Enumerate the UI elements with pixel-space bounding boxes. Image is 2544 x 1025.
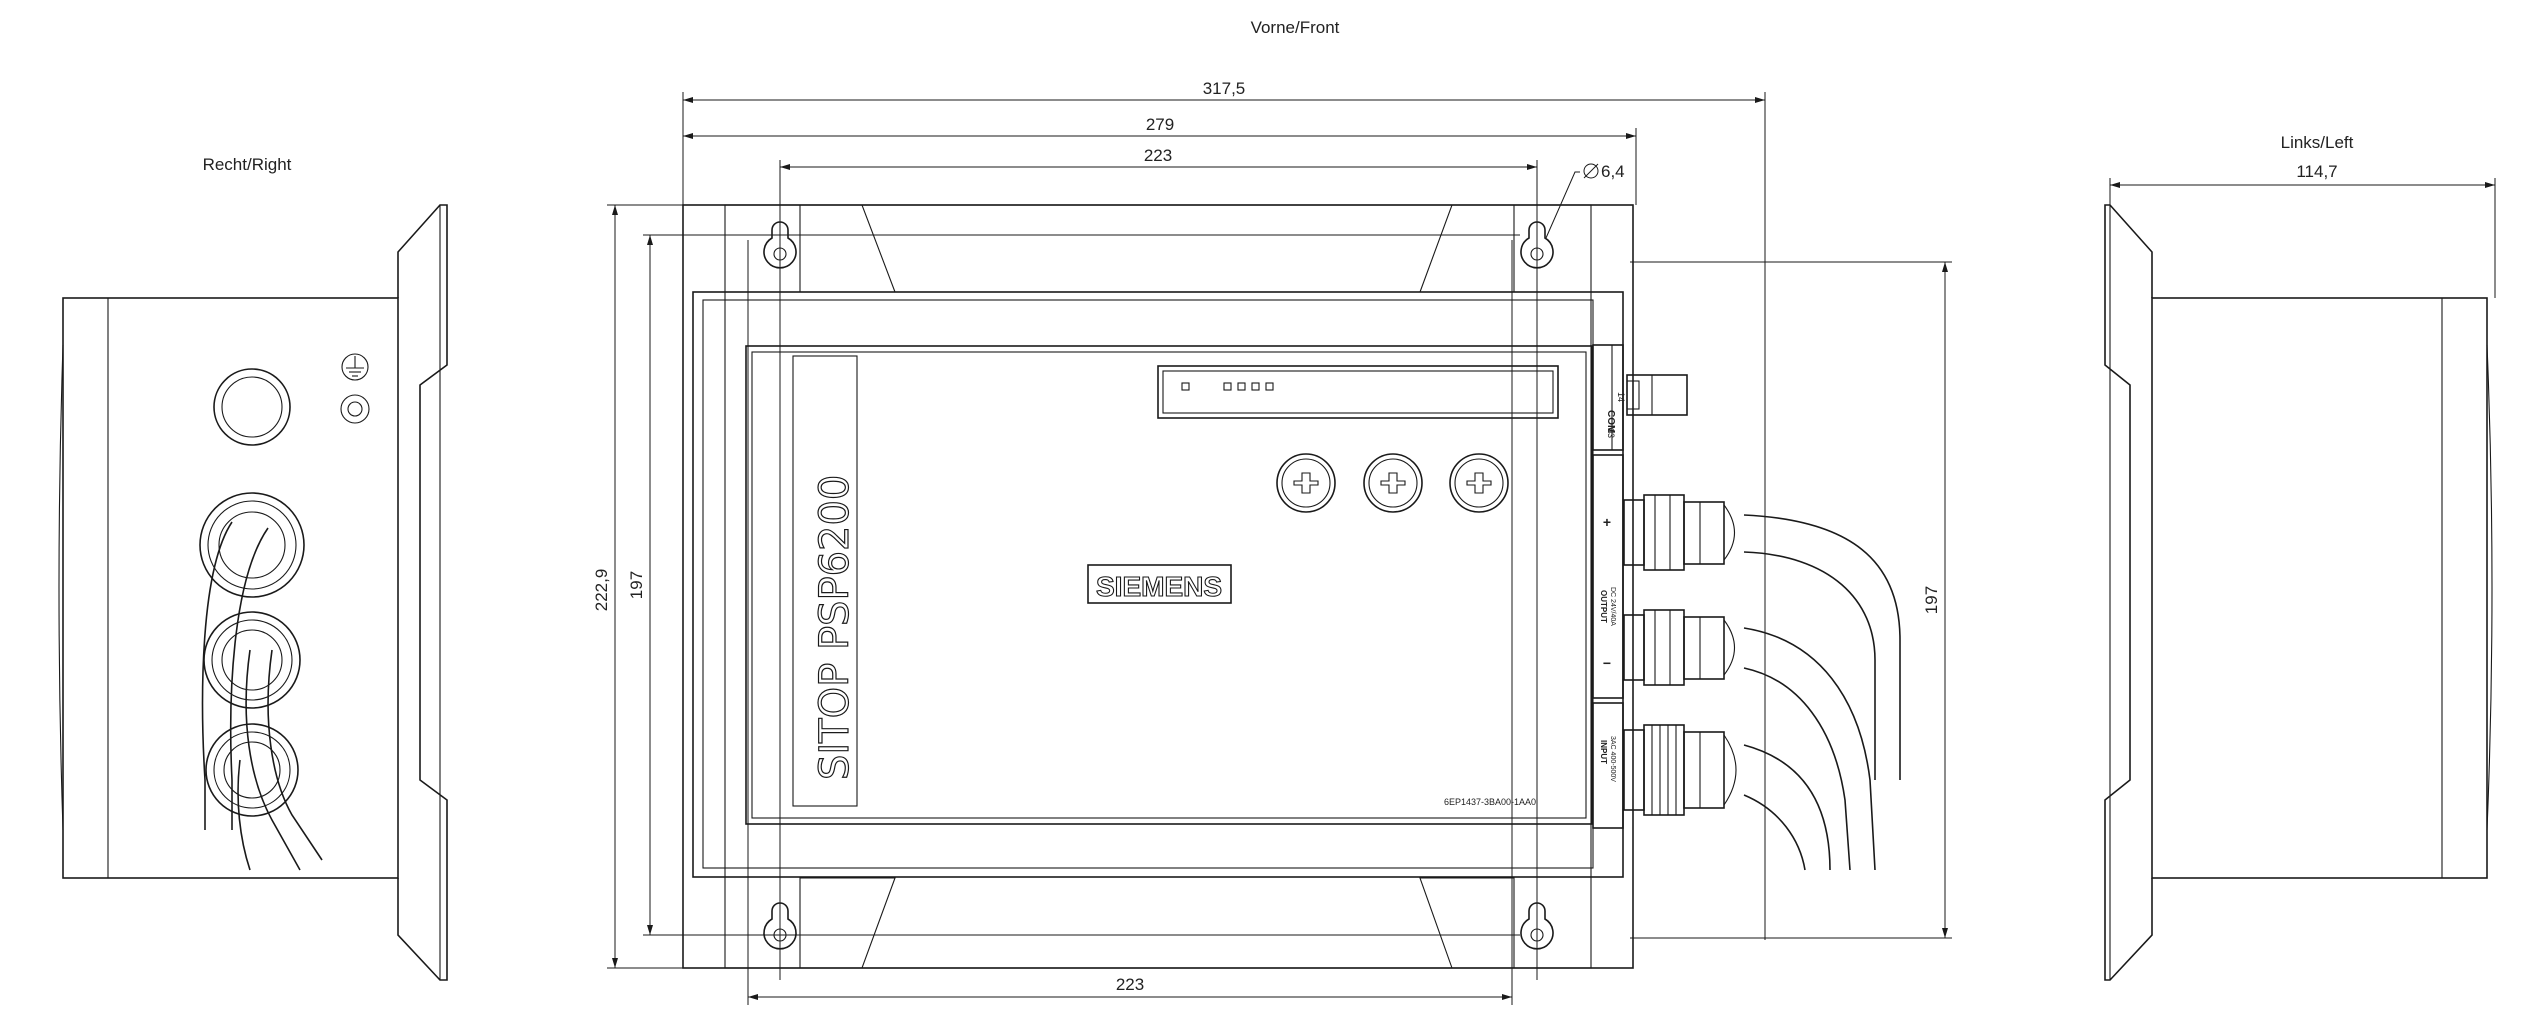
adjust-potentiometer-icon: [1276, 453, 1336, 513]
led-display: [1157, 365, 1559, 419]
dim-hole-diameter: 6,4: [1601, 162, 1625, 181]
cable-gland-side-1: [199, 492, 305, 598]
ground-symbol-icon: [341, 353, 369, 381]
cable-gland-output-minus: [1623, 609, 1735, 686]
input-spec: 3AC 400-500V: [1609, 736, 1616, 782]
terminal-13-label: 13: [1606, 428, 1616, 438]
status-led-icons: [1181, 382, 1274, 391]
adjust-potentiometer-icon: [1363, 453, 1423, 513]
left-view-title: Links/Left: [2281, 133, 2354, 152]
dim-overall-width: 317,5: [1203, 79, 1246, 98]
output-label: OUTPUT: [1599, 590, 1608, 623]
front-view-title: Vorne/Front: [1251, 18, 1340, 37]
brand-logo-text: SIEMENS: [1096, 571, 1222, 602]
output-spec: DC 24V/40A: [1609, 587, 1616, 626]
dimension-lines: 317,5 279 223 223 6,4 222,9 197 197: [592, 79, 1952, 1005]
product-name: SITOP PSP6200: [812, 475, 858, 780]
order-number: 6EP1437-3BA00-1AA0: [1444, 797, 1536, 807]
adjust-potentiometer-icon: [1449, 453, 1509, 513]
left-side-view: 114,7: [2104, 162, 2496, 981]
cable-gland-side-2: [203, 611, 301, 709]
terminal-14-label: 14: [1616, 392, 1626, 402]
input-label: INPUT: [1599, 740, 1608, 764]
dim-body-height: 197: [627, 571, 646, 599]
front-view: SITOP PSP6200 SIEMENS: [682, 204, 1901, 969]
output-minus-label: −: [1603, 655, 1611, 671]
dim-depth: 114,7: [2296, 162, 2337, 181]
right-side-view: [58, 204, 448, 981]
product-label-panel: [792, 355, 858, 807]
cable-gland-output-plus: [1623, 494, 1735, 571]
right-view-title: Recht/Right: [203, 155, 292, 174]
cable-gland-side-3: [205, 723, 299, 817]
cable-gland-input: [1623, 724, 1737, 816]
dim-hole-spacing-top: 223: [1144, 146, 1172, 165]
siemens-logo: [1087, 564, 1232, 604]
dim-overall-height: 222,9: [592, 569, 611, 612]
output-plus-label: +: [1603, 514, 1611, 530]
terminal-com-label: COM: [1605, 410, 1616, 433]
dim-hole-spacing-bottom: 223: [1116, 975, 1144, 994]
dim-right-height: 197: [1922, 586, 1941, 614]
dim-inner-width: 279: [1146, 115, 1174, 134]
